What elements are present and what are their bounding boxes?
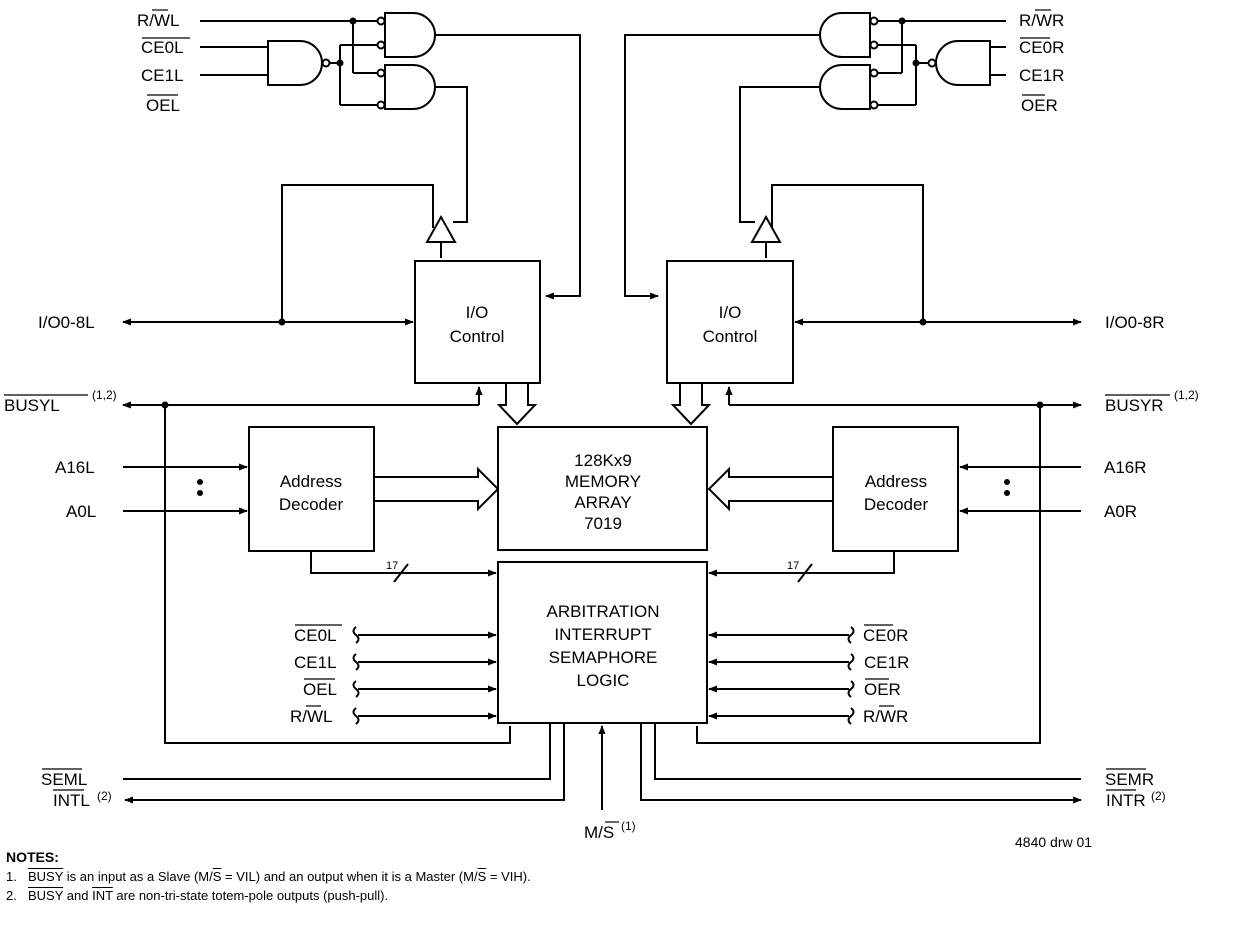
right-rw-gate (819, 12, 871, 58)
note-1-text-a: is an input as a Slave (M/ (63, 869, 213, 884)
address-decoder-right-line2: Decoder (864, 495, 929, 514)
left-arb-inputs (352, 626, 497, 725)
note-1: 1. BUSY is an input as a Slave (M/S = VIL… (6, 867, 531, 886)
note-1-text-c: = VIH). (486, 869, 531, 884)
memory-array (497, 426, 708, 551)
note-2-text-a: and (63, 888, 93, 903)
note-2-int: INT (92, 888, 113, 903)
arb-right-labels: CE0R CE1R OER R/WR (863, 624, 909, 726)
io-control-right (666, 260, 794, 384)
notes-title: NOTES: (6, 849, 59, 865)
label-a0-left: A0L (66, 502, 96, 521)
right-control-gates (624, 12, 1006, 326)
io-control-left-line2: Control (450, 327, 505, 346)
note-1-number: 1. (6, 869, 17, 884)
right-addr-bus-arrow (707, 466, 833, 512)
arb-label-oe-left: OEL (303, 680, 337, 699)
label-ce0-left: CE0L (141, 38, 184, 57)
arb-label-ce0-left: CE0L (294, 626, 337, 645)
arb-left-labels: CE0L CE1L OEL R/WL (290, 624, 342, 726)
address-decoder-left-line1: Address (280, 472, 342, 491)
label-rw-left: R/WL (137, 11, 180, 30)
io-control-right-line1: I/O (719, 303, 742, 322)
address-decoder-right-line1: Address (865, 472, 927, 491)
label-ce1-right: CE1R (1019, 66, 1064, 85)
right-buffer (750, 214, 782, 243)
arbitration-logic (497, 561, 708, 724)
bus-width-left: 17 (386, 560, 398, 572)
arb-label-ce0-right: CE0R (863, 626, 908, 645)
label-ms: M/S (584, 823, 614, 842)
label-io-left: I/O0-8L (38, 313, 95, 332)
left-io-bus-arrow (496, 383, 538, 426)
right-oe-gate (819, 64, 871, 110)
arbitration-line4: LOGIC (577, 671, 630, 690)
label-int-left-note: (2) (97, 789, 112, 803)
note-1-s: S (212, 869, 222, 884)
label-oe-left: OEL (146, 96, 180, 115)
note-1-busy: BUSY (28, 869, 64, 884)
label-a16-right: A16R (1104, 458, 1147, 477)
memory-line4: 7019 (584, 514, 622, 533)
label-int-right: INTR (1106, 791, 1146, 810)
arb-label-oe-right: OER (864, 680, 901, 699)
label-busy-right-note: (1,2) (1174, 388, 1199, 402)
arbitration-line2: INTERRUPT (554, 625, 651, 644)
label-ce0-right: CE0R (1019, 38, 1064, 57)
note-1-text-b: = VIL) and an output when it is a Master… (221, 869, 478, 884)
label-int-right-note: (2) (1151, 789, 1166, 803)
note-2-text-b: are non-tri-state totem-pole outputs (pu… (112, 888, 389, 903)
arbitration-line3: SEMAPHORE (549, 648, 658, 667)
label-sem-right: SEMR (1105, 770, 1154, 789)
arb-label-rw-right: R/WR (863, 707, 908, 726)
left-ce-gate (267, 40, 323, 86)
memory-line2: MEMORY (565, 472, 641, 491)
label-ms-note: (1) (621, 819, 636, 833)
bus-width-right: 17 (787, 560, 799, 572)
right-signal-labels: R/WR CE0R CE1R OER I/O0-8R BUSYR (1,2) A… (1019, 9, 1199, 810)
label-int-left: INTL (53, 791, 90, 810)
left-control-gates (200, 12, 581, 326)
label-busy-right: BUSYR (1105, 396, 1164, 415)
note-2-busy: BUSY (28, 888, 64, 903)
label-a0-right: A0R (1104, 502, 1137, 521)
address-decoder-left-line2: Decoder (279, 495, 344, 514)
note-2-number: 2. (6, 888, 17, 903)
label-busy-left-note: (1,2) (92, 388, 117, 402)
left-buffer (425, 214, 457, 243)
right-ce-gate (935, 40, 991, 86)
label-a16-left: A16L (55, 458, 95, 477)
label-busy-left: BUSYL (4, 396, 60, 415)
label-oe-right: OER (1021, 96, 1058, 115)
notes: NOTES: 1. BUSY is an input as a Slave (M/… (6, 849, 531, 905)
address-decoder-right (832, 426, 959, 552)
drawing-id: 4840 drw 01 (1015, 834, 1093, 850)
label-ce1-left: CE1L (141, 66, 184, 85)
left-signal-labels: R/WL CE0L CE1L OEL I/O0-8L BUSYL (1,2) A… (4, 9, 190, 810)
label-sem-left: SEML (41, 770, 87, 789)
right-io-bus-arrow (670, 383, 712, 426)
left-rw-gate (384, 12, 436, 58)
label-rw-right: R/WR (1019, 11, 1064, 30)
note-2: 2. BUSY and INT are non-tri-state totem-p… (6, 886, 531, 905)
io-control-left (414, 260, 541, 384)
io-control-right-line2: Control (703, 327, 758, 346)
arb-label-rw-left: R/WL (290, 707, 333, 726)
io-control-left-line1: I/O (466, 303, 489, 322)
arbitration-line1: ARBITRATION (546, 602, 659, 621)
label-io-right: I/O0-8R (1105, 313, 1165, 332)
left-addr-bus-arrow (374, 466, 500, 512)
memory-line3: ARRAY (574, 493, 631, 512)
note-1-s2: S (477, 869, 487, 884)
memory-line1: 128Kx9 (574, 451, 632, 470)
arb-label-ce1-right: CE1R (864, 653, 909, 672)
right-arb-inputs (708, 626, 855, 725)
arb-label-ce1-left: CE1L (294, 653, 337, 672)
left-oe-gate (384, 64, 436, 110)
